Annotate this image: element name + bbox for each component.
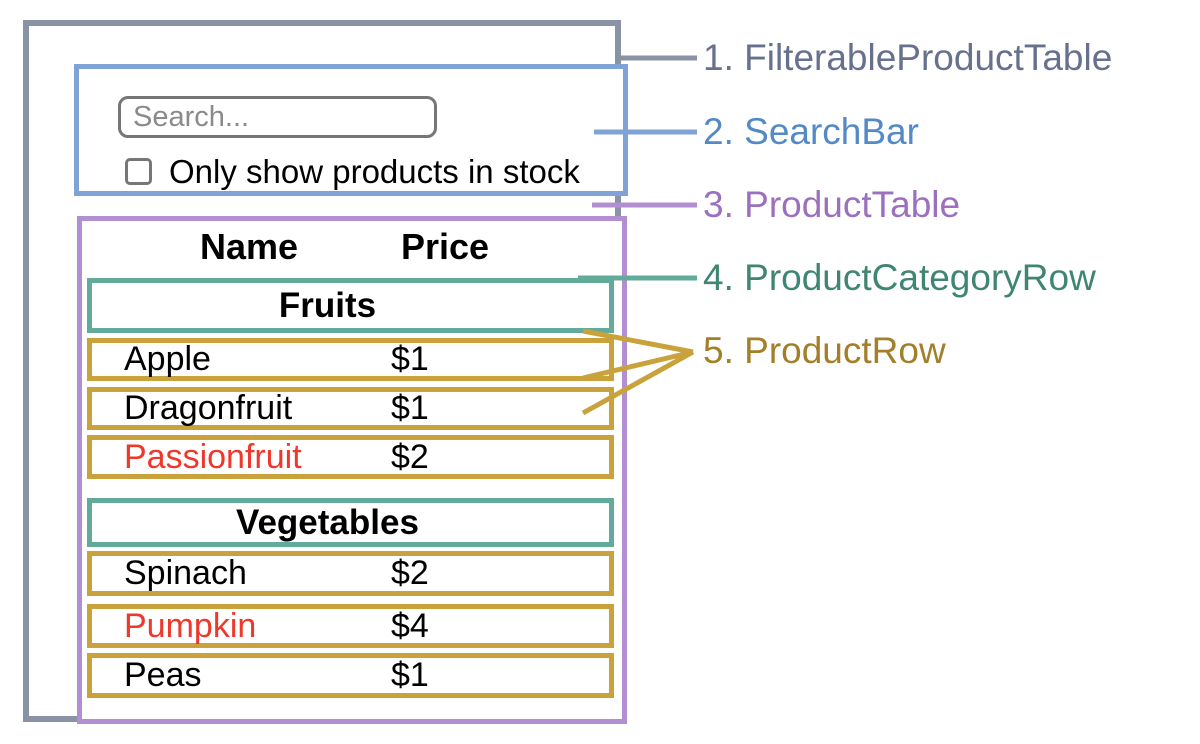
- in-stock-checkbox[interactable]: [125, 158, 152, 185]
- legend-item-filterable-product-table: 1. FilterableProductTable: [703, 37, 1113, 78]
- product-category-row-vegetables: Vegetables: [87, 498, 614, 547]
- product-category-row-fruits: Fruits: [87, 278, 614, 333]
- product-name: Spinach: [124, 554, 247, 592]
- product-row-apple: Apple $1: [87, 338, 614, 381]
- product-row-spinach: Spinach $2: [87, 551, 614, 596]
- column-header-name: Name: [199, 226, 299, 267]
- product-table-box: Name Price Fruits Apple $1 Dragonfruit $…: [77, 216, 627, 724]
- product-price: $1: [391, 340, 429, 378]
- product-price: $2: [391, 437, 429, 476]
- legend-item-search-bar: 2. SearchBar: [703, 111, 919, 152]
- product-price: $1: [391, 389, 429, 427]
- in-stock-checkbox-label: Only show products in stock: [169, 153, 580, 190]
- column-header-price: Price: [401, 226, 490, 267]
- search-input[interactable]: [118, 96, 437, 138]
- product-row-passionfruit: Passionfruit $2: [87, 435, 614, 479]
- product-name: Dragonfruit: [124, 389, 293, 427]
- product-name: Apple: [124, 340, 211, 378]
- product-row-pumpkin: Pumpkin $4: [87, 604, 614, 648]
- product-name: Pumpkin: [124, 606, 257, 645]
- legend-item-product-row: 5. ProductRow: [703, 330, 946, 371]
- product-price: $1: [391, 656, 429, 694]
- legend-item-product-table: 3. ProductTable: [703, 184, 961, 225]
- product-row-dragonfruit: Dragonfruit $1: [87, 387, 614, 430]
- product-name: Peas: [124, 656, 202, 694]
- search-bar-box: Only show products in stock: [74, 64, 628, 196]
- legend-item-product-category-row: 4. ProductCategoryRow: [703, 257, 1096, 298]
- product-name: Passionfruit: [124, 437, 302, 476]
- filterable-product-table-box: Only show products in stock Name Price F…: [23, 20, 628, 724]
- product-price: $2: [391, 554, 429, 592]
- product-price: $4: [391, 606, 429, 645]
- product-row-peas: Peas $1: [87, 653, 614, 698]
